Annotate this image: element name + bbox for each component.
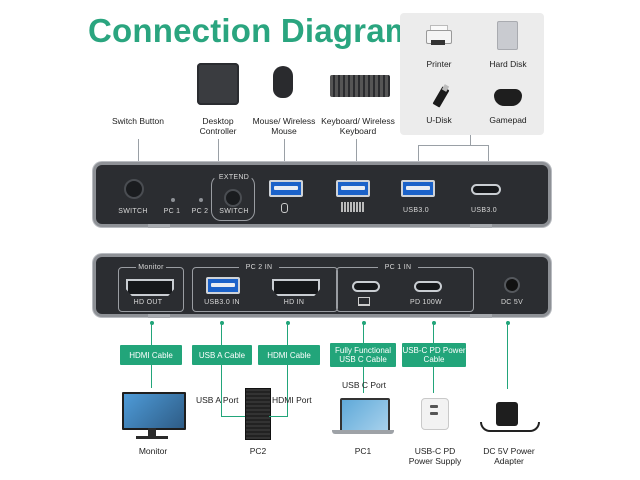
dot-dc xyxy=(506,321,510,325)
extend-frame xyxy=(211,175,255,221)
keyboard-icon xyxy=(330,75,390,97)
pd-supply-label: USB-C PD Power Supply xyxy=(408,446,462,466)
line-dc xyxy=(507,321,508,389)
pd-text: PD 100W xyxy=(409,299,443,306)
usb3-in-port[interactable] xyxy=(206,277,240,294)
usb-port-extra[interactable] xyxy=(401,180,435,197)
pc2-text: PC 2 xyxy=(191,208,209,215)
kvm-front-panel: SWITCH PC 1 PC 2 EXTEND SWITCH USB3.0 US… xyxy=(96,165,548,224)
switch-button[interactable] xyxy=(124,179,144,199)
dc-adapter-label: DC 5V Power Adapter xyxy=(483,446,535,466)
dc-adapter-icon xyxy=(496,402,518,426)
back-foot-left xyxy=(148,314,170,318)
mouse-icon xyxy=(273,66,293,98)
charger-port-1 xyxy=(430,405,438,408)
desktop-controller-label: Desktop Controller xyxy=(199,116,237,136)
charger-port-2 xyxy=(430,412,438,415)
monitor-stand xyxy=(148,428,156,436)
monitor-base xyxy=(136,436,168,439)
dot-hdmi-out xyxy=(150,321,154,325)
mouse-connector xyxy=(284,139,285,179)
kvm-back-panel: Monitor PC 2 IN PC 1 IN HD OUT USB3.0 IN… xyxy=(96,257,548,314)
line-usb-in xyxy=(221,321,222,416)
pc1-label: PC1 xyxy=(354,446,372,456)
extend-switch-button[interactable] xyxy=(224,189,242,207)
printer-label: Printer xyxy=(426,59,452,69)
switch-text: SWITCH xyxy=(118,208,148,215)
mouse-label: Mouse/ Wireless Mouse xyxy=(252,116,316,136)
foot-right xyxy=(470,224,492,228)
usb3-in-text: USB3.0 IN xyxy=(204,299,240,306)
pc2-tower-icon xyxy=(245,388,271,440)
line-usb-to-pc2-left xyxy=(221,416,233,417)
back-foot-right xyxy=(470,314,492,318)
hdmi-cable-badge-2: HDMI Cable xyxy=(258,345,320,365)
switch-connector xyxy=(138,139,139,176)
monitor-icon xyxy=(122,392,186,430)
usb3-a-text: USB3.0 xyxy=(403,207,429,214)
mouse-port-icon xyxy=(281,203,288,213)
hd-in-text: HD IN xyxy=(283,299,305,306)
extend-switch-text: SWITCH xyxy=(219,208,249,215)
dot-usbc xyxy=(362,321,366,325)
monitor-label: Monitor xyxy=(138,446,168,456)
line-hdmi-in xyxy=(287,321,288,416)
usb-port-mouse[interactable] xyxy=(269,180,303,197)
hdmi-cable-badge-1: HDMI Cable xyxy=(120,345,182,365)
laptop-port-icon xyxy=(358,297,370,306)
pc1-led xyxy=(171,198,175,202)
hard-disk-icon xyxy=(497,21,518,50)
hdmi-out-port[interactable] xyxy=(126,279,174,296)
line-usb-to-pc2 xyxy=(232,416,245,417)
keyboard-label: Keyboard/ Wireless Keyboard xyxy=(321,116,395,136)
desktop-controller-icon xyxy=(197,63,239,105)
foot-left xyxy=(148,224,170,228)
usb-c-pc1-port[interactable] xyxy=(352,281,380,292)
peripheral-bracket xyxy=(418,145,489,180)
controller-connector xyxy=(218,139,219,164)
pc1-text: PC 1 xyxy=(163,208,181,215)
pd-cable-badge: USB-C PD Power Cable xyxy=(402,343,466,367)
usb-c-port-front[interactable] xyxy=(471,184,501,195)
panel-connector xyxy=(470,135,471,145)
gamepad-label: Gamepad xyxy=(489,115,527,125)
usb-c-pd-port[interactable] xyxy=(414,281,442,292)
dot-hdmi-in xyxy=(286,321,290,325)
peripheral-panel: Printer Hard Disk U-Disk Gamepad xyxy=(400,13,544,135)
dc-power-port[interactable] xyxy=(506,279,518,291)
usb-port-keyboard[interactable] xyxy=(336,180,370,197)
hard-disk-label: Hard Disk xyxy=(489,59,527,69)
usb-a-cable-badge: USB A Cable xyxy=(192,345,252,365)
extend-text: EXTEND xyxy=(218,174,250,181)
adapter-cable xyxy=(480,422,540,432)
u-disk-label: U-Disk xyxy=(426,115,452,125)
pc2-group-label: PC 2 IN xyxy=(239,264,279,272)
usb-c-port-label: USB C Port xyxy=(342,380,386,390)
keyboard-connector xyxy=(356,139,357,179)
hdmi-port-label: HDMI Port xyxy=(272,395,312,405)
u-disk-icon xyxy=(432,84,452,110)
page-title: Connection Diagram xyxy=(88,12,415,49)
gamepad-icon xyxy=(494,89,522,106)
dc-text: DC 5V xyxy=(500,299,524,306)
pc1-group-label: PC 1 IN xyxy=(378,264,418,272)
printer-icon xyxy=(426,25,452,47)
switch-button-label: Switch Button xyxy=(112,116,164,126)
line-hdmi-to-pc2 xyxy=(269,416,288,417)
pc2-label: PC2 xyxy=(249,446,267,456)
usb3-c-text: USB3.0 xyxy=(471,207,497,214)
dot-usb-in xyxy=(220,321,224,325)
pc2-led xyxy=(199,198,203,202)
hdmi-in-port[interactable] xyxy=(272,279,320,296)
usbc-cable-badge: Fully Functional USB C Cable xyxy=(330,343,396,367)
monitor-group-label: Monitor xyxy=(136,264,166,272)
hd-out-text: HD OUT xyxy=(133,299,163,306)
laptop-base xyxy=(332,430,394,434)
dot-pd xyxy=(432,321,436,325)
usb-a-port-label: USB A Port xyxy=(196,395,239,405)
keyboard-port-icon xyxy=(341,202,365,212)
pc1-laptop-icon xyxy=(340,398,390,432)
